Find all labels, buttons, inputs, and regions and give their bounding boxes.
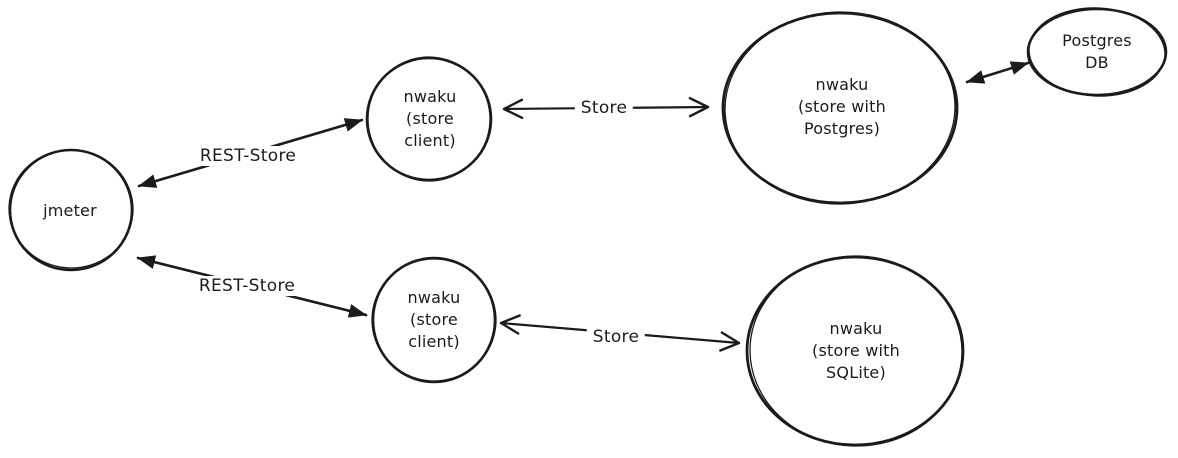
edge-label-rest-store-top: REST-Store bbox=[193, 146, 303, 166]
edge-label-rest-store-bottom: REST-Store bbox=[192, 276, 302, 296]
node-store-client-bottom bbox=[371, 256, 497, 384]
node-store-sqlite bbox=[745, 255, 965, 447]
node-store-sqlite-label: nwaku (store with SQLite) bbox=[812, 318, 900, 383]
node-store-client-top-label: nwaku (store client) bbox=[403, 86, 457, 151]
node-store-postgres bbox=[721, 11, 959, 205]
edge-label-store-top: Store bbox=[574, 98, 634, 118]
node-postgres-db bbox=[1026, 7, 1168, 97]
node-store-client-top bbox=[365, 56, 493, 182]
node-postgres-db-label: Postgres DB bbox=[1062, 30, 1132, 72]
node-jmeter-label: jmeter bbox=[43, 200, 97, 220]
node-jmeter bbox=[8, 148, 134, 272]
edge-store-postgres-to-db bbox=[965, 61, 1030, 84]
node-store-client-bottom-label: nwaku (store client) bbox=[407, 287, 461, 352]
node-store-postgres-label: nwaku (store with Postgres) bbox=[798, 74, 886, 139]
edge-label-store-bottom: Store bbox=[586, 327, 646, 347]
